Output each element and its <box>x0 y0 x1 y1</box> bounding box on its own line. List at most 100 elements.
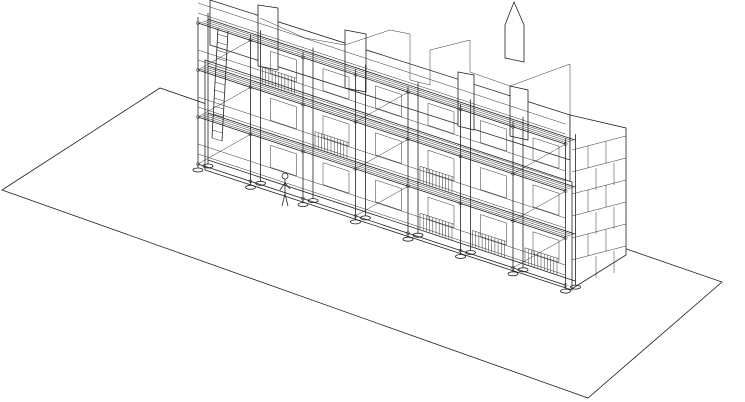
window <box>270 50 297 83</box>
railing-top <box>314 131 350 143</box>
end-wall-right <box>569 114 627 291</box>
ladder-rung <box>215 57 227 62</box>
deck-board <box>202 114 571 237</box>
window <box>375 179 402 211</box>
window <box>427 149 455 182</box>
ladder-rung <box>216 41 227 46</box>
ladder-rung <box>212 129 223 134</box>
ladder-rung <box>217 33 228 38</box>
deck-board <box>202 67 571 190</box>
diagonal-brace <box>512 143 566 175</box>
ladder-rail <box>221 30 229 142</box>
window <box>427 102 455 135</box>
window <box>375 85 402 117</box>
deck-board <box>202 20 571 143</box>
ledger-inner <box>207 112 576 235</box>
ledger-inner <box>207 159 576 282</box>
guard-rail-top <box>197 2 566 125</box>
roofline <box>259 17 571 115</box>
railing-top <box>262 67 297 79</box>
base-plate <box>245 184 256 190</box>
railing-top <box>524 247 560 260</box>
diagonal-brace <box>355 91 409 123</box>
guard-railings <box>262 67 560 275</box>
tower-left <box>257 4 279 71</box>
ledger-outer <box>197 22 566 145</box>
railing-top <box>472 230 507 242</box>
ledger-inner <box>207 18 576 141</box>
guard-rail <box>197 12 566 135</box>
rosette <box>196 21 200 25</box>
ladder-rung <box>214 81 225 86</box>
base-plate <box>507 271 519 277</box>
ledger-outer <box>197 116 566 239</box>
guard-rail-top <box>197 49 566 172</box>
rosette <box>563 283 568 287</box>
ladder-rung <box>214 89 225 94</box>
diagonal-brace <box>512 237 566 269</box>
window <box>322 115 350 147</box>
ladder-rung <box>213 105 224 110</box>
ladder-rung <box>213 97 225 102</box>
deck-board <box>199 21 568 144</box>
rosette <box>511 265 515 270</box>
window <box>532 231 560 263</box>
ladder-rail <box>211 27 219 139</box>
window <box>270 144 297 177</box>
base-plate <box>455 254 466 259</box>
window <box>322 162 350 194</box>
guard-rail <box>197 59 566 182</box>
ladder-rung <box>212 121 223 126</box>
railing-top <box>419 165 455 178</box>
rosette <box>353 214 358 218</box>
ladder-rung <box>216 49 227 54</box>
base-plate <box>297 202 309 208</box>
stone-course <box>571 223 627 239</box>
window <box>480 167 507 199</box>
stone-course <box>571 179 627 195</box>
tower-right <box>457 71 475 131</box>
window <box>480 214 507 246</box>
window <box>270 97 297 130</box>
deck-board <box>205 19 574 142</box>
window <box>322 68 350 100</box>
building-walls <box>204 0 627 291</box>
diagonal-brace <box>197 134 251 165</box>
ladder-rung <box>213 113 224 118</box>
window <box>532 184 560 216</box>
stone-course <box>571 245 627 261</box>
rosette <box>196 162 200 166</box>
guard-rail-top <box>197 96 566 219</box>
ladder-rung <box>215 73 226 78</box>
rosette <box>301 196 305 201</box>
scaffold-frame <box>192 2 581 294</box>
deck-board <box>199 68 568 191</box>
window <box>480 120 507 152</box>
deck-board <box>199 115 568 238</box>
base-plate <box>570 284 581 290</box>
ladder-rung <box>211 137 223 142</box>
diagonal-brace <box>355 138 409 170</box>
window <box>532 137 560 169</box>
ledger-outer <box>197 163 566 286</box>
window <box>427 196 455 229</box>
facade-windows <box>270 50 560 263</box>
ground-plane <box>1 87 723 399</box>
diagonal-brace <box>512 190 566 222</box>
base-plate <box>560 288 571 294</box>
diagonal-brace <box>355 185 409 217</box>
guard-rail <box>197 106 566 229</box>
rosette <box>248 179 253 184</box>
stone-course <box>571 135 627 151</box>
rosette <box>406 231 410 236</box>
stone-course <box>571 157 627 173</box>
deck-board <box>205 113 574 236</box>
ladder-rung <box>215 65 226 70</box>
window <box>375 132 402 164</box>
rosette <box>196 115 200 119</box>
rosette <box>458 248 463 253</box>
end-wall-stones <box>571 135 627 278</box>
base-plate <box>192 167 204 173</box>
